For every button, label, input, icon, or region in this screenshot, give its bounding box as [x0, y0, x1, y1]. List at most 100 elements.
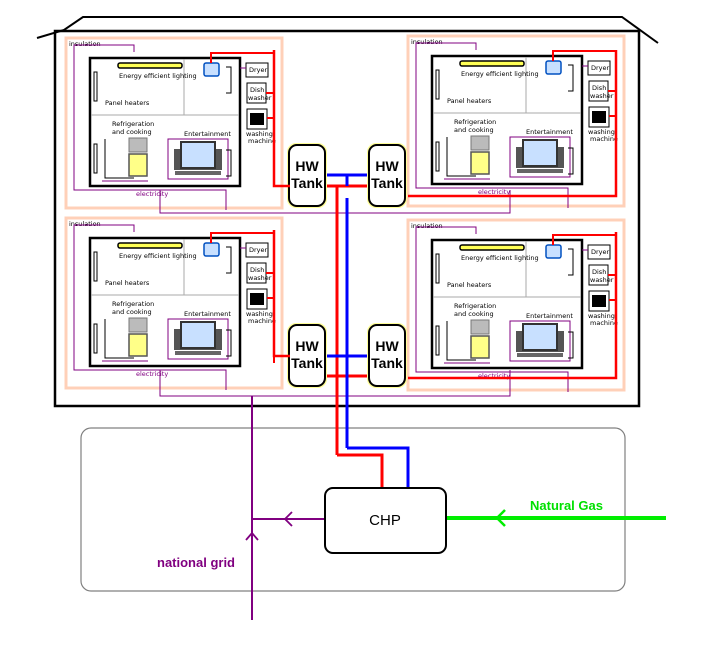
machine-label: machine [590, 319, 618, 327]
machine-label: machine [248, 317, 276, 325]
apartment-floorplan [430, 238, 584, 370]
cooker-hood-icon [128, 317, 148, 333]
cold-water-pipes [325, 173, 410, 490]
apartment-floorplan [88, 236, 242, 368]
panel-heater-icon [435, 141, 440, 172]
washing-label: washing [246, 130, 273, 138]
fridge-label: Refrigeration [112, 300, 154, 308]
washer-label: washer [590, 276, 614, 284]
hot-water-feed [408, 232, 618, 380]
panel-heater-icon [93, 323, 98, 354]
insulation-border [406, 34, 626, 208]
panel-heater-icon [93, 143, 98, 174]
apartment-floorplan [430, 54, 584, 186]
insulation-border [64, 36, 284, 210]
electricity-arrow-icon [245, 531, 259, 541]
electricity-label: electricity [478, 188, 510, 196]
light-fixture-icon [459, 60, 525, 67]
boiler-icon [203, 242, 220, 257]
electricity-label: electricity [136, 370, 168, 378]
dish-label: Dish [250, 86, 264, 94]
cooker-hood-icon [470, 319, 490, 335]
tank-label-hw: HW [375, 158, 399, 174]
oven-icon [470, 151, 490, 175]
heaters-label: Panel heaters [105, 279, 150, 287]
washing-label: washing [588, 312, 615, 320]
electricity-arrow-icon [283, 511, 293, 527]
dryer-label: Dryer [591, 64, 610, 72]
dryer-icon [245, 62, 269, 78]
entertainment-label: Entertainment [526, 312, 573, 320]
machine-label: machine [590, 135, 618, 143]
electricity-label: electricity [478, 372, 510, 380]
tv-icon [180, 141, 216, 169]
tank-label-hw: HW [375, 338, 399, 354]
hot-water-pipes [325, 184, 384, 490]
oven-icon [470, 335, 490, 359]
washer-label: washer [248, 94, 272, 102]
cooking-label: and cooking [112, 128, 152, 136]
entertainment-label: Entertainment [526, 128, 573, 136]
washer-label: washer [590, 92, 614, 100]
electricity-label: electricity [136, 190, 168, 198]
panel-heater-icon [435, 69, 440, 100]
boiler-icon [545, 244, 562, 259]
dryer-label: Dryer [591, 248, 610, 256]
oven-icon [128, 153, 148, 177]
gas-arrow-icon [495, 509, 506, 527]
boiler-icon [203, 62, 220, 77]
panel-heater-icon [93, 251, 98, 282]
panel-heater-icon [435, 325, 440, 356]
cooking-label: and cooking [454, 310, 494, 318]
dryer-icon [245, 242, 269, 258]
tank-label-tank: Tank [291, 175, 323, 191]
boiler-icon [545, 60, 562, 75]
cooker-hood-icon [470, 135, 490, 151]
fridge-label: Refrigeration [454, 118, 496, 126]
fridge-label: Refrigeration [454, 302, 496, 310]
entertainment-label: Entertainment [184, 310, 231, 318]
dish-label: Dish [250, 266, 264, 274]
dish-label: Dish [592, 84, 606, 92]
dryer-label: Dryer [249, 246, 268, 254]
light-fixture-icon [117, 242, 183, 249]
lighting-label: Energy efficient lighting [461, 254, 539, 262]
machine-label: machine [248, 137, 276, 145]
insulation-label: insulation [69, 40, 101, 48]
national-grid-label: national grid [157, 555, 235, 570]
hot-water-feed [272, 230, 290, 358]
tv-icon [522, 139, 558, 167]
heaters-label: Panel heaters [447, 281, 492, 289]
panel-heater-icon [435, 253, 440, 284]
chp-unit[interactable]: CHP [324, 487, 447, 554]
tank-label-hw: HW [295, 158, 319, 174]
tank-label-hw: HW [295, 338, 319, 354]
cooking-label: and cooking [454, 126, 494, 134]
chp-label: CHP [369, 512, 401, 529]
lighting-label: Energy efficient lighting [119, 252, 197, 260]
dryer-icon [587, 60, 611, 76]
insulation-label: insulation [69, 220, 101, 228]
plant-room-boundary [80, 427, 626, 592]
entertainment-label: Entertainment [184, 130, 231, 138]
apartment-floorplan [88, 56, 242, 188]
hot-water-feed [272, 50, 290, 188]
tv-icon [180, 321, 216, 349]
washer-label: washer [248, 274, 272, 282]
lighting-label: Energy efficient lighting [461, 70, 539, 78]
fridge-label: Refrigeration [112, 120, 154, 128]
natural-gas-label: Natural Gas [530, 498, 603, 513]
tank-label-tank: Tank [371, 355, 403, 371]
hot-water-feed [408, 50, 618, 198]
electricity-wiring [159, 190, 511, 620]
dish-label: Dish [592, 268, 606, 276]
cooking-label: and cooking [112, 308, 152, 316]
